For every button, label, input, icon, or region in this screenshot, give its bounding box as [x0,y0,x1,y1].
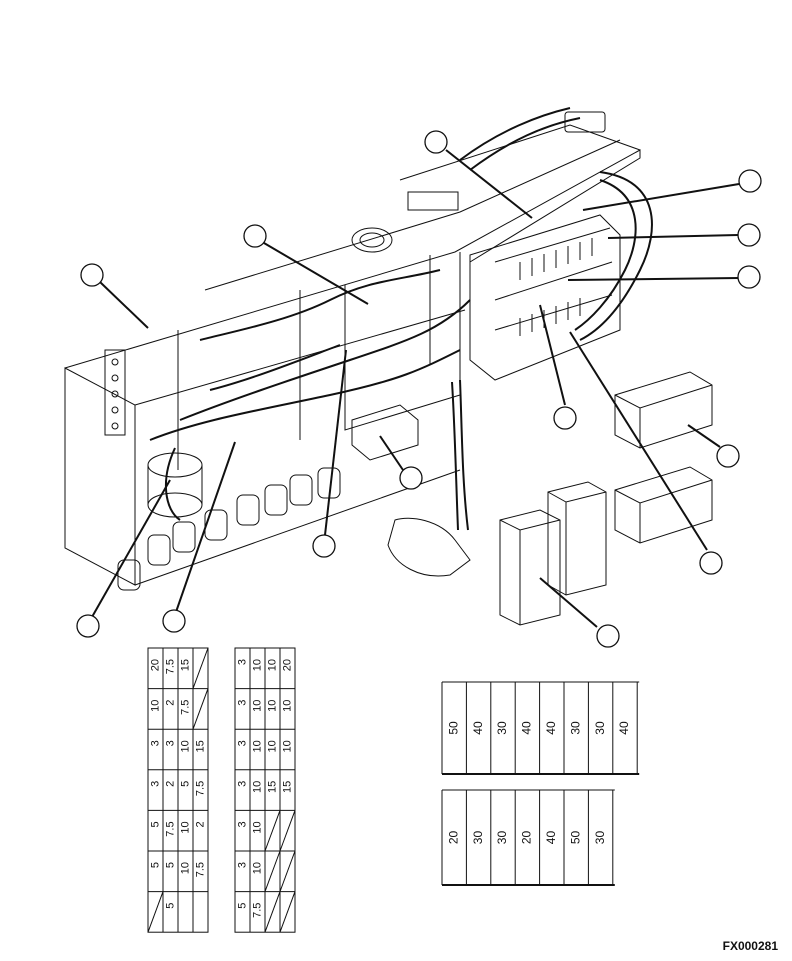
maxi-fuse-rating: 30 [568,721,582,735]
fuse-rating: 2 [164,781,176,787]
fuse-rating: 3 [236,781,248,787]
maxi-fuse-rating: 50 [568,831,582,845]
fuse-rating: 10 [266,659,278,671]
maxi-fuse-rating: 30 [495,721,509,735]
fuse-rating: 10 [149,700,161,712]
maxi-fuse-rating: 40 [544,831,558,845]
leader-lines [91,149,740,628]
relay-parts [614,371,713,544]
fuse-rating: 3 [149,740,161,746]
right-fuse-block: 50 40 30 40 40 30 30 40 20 30 30 20 40 50 30 [441,681,640,886]
maxi-fuse-rating: 40 [617,721,631,735]
fuse-rating: 10 [251,659,263,671]
fuse-rating: 10 [251,700,263,712]
maxi-fuse-rating: 40 [544,721,558,735]
fuse-rating: 10 [281,740,293,752]
fuse-rating: 2 [194,821,206,827]
maxi-fuse-rating: 30 [593,721,607,735]
fuse-rating: 5 [149,862,161,868]
fuse-rating: 10 [251,821,263,833]
fuse-rating: 20 [281,659,293,671]
fuse-rating: 10 [281,700,293,712]
fuse-rating: 10 [179,821,191,833]
empty-fuse-slot [279,810,296,852]
maxi-fuse-rating: 30 [471,831,485,845]
fuse-box-assembly [64,107,653,591]
fuse-rating: 2 [164,700,176,706]
fuse-rating: 10 [179,862,191,874]
fuse-rating: 5 [164,862,176,868]
empty-fuse-slot [279,850,296,892]
maxi-fuse-rating: 30 [593,831,607,845]
fuse-rating: 7.5 [194,781,206,796]
fuse-rating: 15 [281,781,293,793]
fuse-rating: 15 [179,659,191,671]
fuse-rating: 3 [236,740,248,746]
empty-fuse-slot [192,688,209,730]
maxi-fuse-rating: 40 [471,721,485,735]
fuse-rating: 3 [236,659,248,665]
fuse-rating: 7.5 [164,659,176,674]
fuse-rating: 10 [251,740,263,752]
maxi-fuse-rating: 20 [446,831,460,845]
fuse-rating: 10 [266,740,278,752]
figure-code: FX000281 [723,939,779,953]
fuse-rating: 10 [266,700,278,712]
fuse-rating: 20 [149,659,161,671]
fuse-rating: 3 [236,700,248,706]
fuse-rating: 10 [251,781,263,793]
fuse-rating: 7.5 [164,821,176,836]
maxi-fuse-rating: 30 [495,831,509,845]
callout-markers [76,130,762,648]
empty-fuse-slot [279,891,296,933]
fuse-rating: 7.5 [194,862,206,877]
fuse-rating: 3 [164,740,176,746]
maxi-fuse-rating: 50 [446,721,460,735]
maxi-fuse-rating: 20 [520,831,534,845]
fuse-rating: 7.5 [179,700,191,715]
fuse-rating: 15 [266,781,278,793]
fuse-rating: 3 [236,821,248,827]
maxi-fuse-rating: 40 [520,721,534,735]
fuse-rating: 5 [179,781,191,787]
empty-fuse-slot [264,891,281,933]
fuse-rating: 3 [149,781,161,787]
empty-fuse-slot [192,647,209,689]
empty-fuse-slot [147,891,164,933]
spare-fuse-covers [499,481,607,626]
empty-fuse-slot [264,850,281,892]
empty-fuse-slot [264,810,281,852]
fuse-rating: 7.5 [251,903,263,918]
fuse-rating: 5 [149,821,161,827]
fuse-rating: 3 [236,862,248,868]
fuse-rating: 5 [236,903,248,909]
fuse-rating: 15 [194,740,206,752]
fuse-rating: 10 [251,862,263,874]
fuse-rating: 5 [164,903,176,909]
fuse-rating: 10 [179,740,191,752]
